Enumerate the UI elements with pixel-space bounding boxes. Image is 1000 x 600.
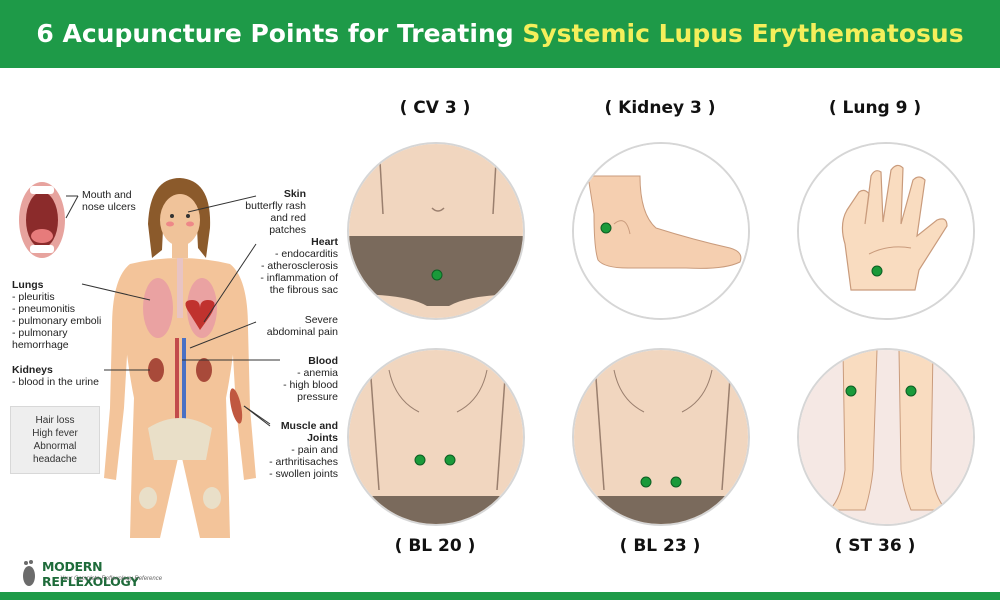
human-body-icon	[19, 178, 280, 538]
label-lungs: Lungs- pleuritis - pneumonitis - pulmona…	[12, 279, 101, 351]
foot-icon	[574, 144, 748, 318]
acupoint-dot	[431, 269, 443, 281]
legs-icon	[799, 350, 973, 524]
point-title-st36: ( ST 36 )	[834, 536, 916, 556]
label-lungs-title: Lungs	[12, 279, 44, 291]
label-heart-title: Heart	[311, 236, 338, 248]
circle-kidney3	[572, 142, 750, 320]
label-heart-text: - endocarditis - atherosclerosis - infla…	[260, 248, 338, 296]
circle-bl23	[572, 348, 750, 526]
point-title-bl23: ( BL 23 )	[619, 536, 701, 556]
label-lungs-text: - pleuritis - pneumonitis - pulmonary em…	[12, 291, 102, 351]
point-title-cv3: ( CV 3 )	[399, 98, 471, 118]
label-kidneys-title: Kidneys	[12, 364, 53, 376]
back-torso-icon	[349, 350, 523, 524]
label-kidneys-text: - blood in the urine	[12, 376, 99, 388]
acupoint-dot	[871, 265, 883, 277]
circle-st36	[797, 348, 975, 526]
acupoint-dot	[600, 222, 612, 234]
label-blood-text: - anemia - high blood pressure	[283, 367, 338, 403]
acupoint-dot	[670, 476, 682, 488]
label-muscle: Muscle and Joints- pain and - arthritisa…	[262, 420, 338, 480]
symptoms-note: Hair loss High fever Abnormal headache	[10, 406, 100, 474]
circle-bl20	[347, 348, 525, 526]
label-muscle-text: - pain and - arthritisaches - swollen jo…	[269, 444, 338, 480]
title-highlight: Systemic Lupus Erythematosus	[522, 19, 964, 48]
acupoint-dot	[414, 454, 426, 466]
brand-logo: MODERN REFLEXOLOGY Your Complete Reflexo…	[20, 556, 190, 590]
acupoint-dot	[444, 454, 456, 466]
label-kidneys: Kidneys- blood in the urine	[12, 364, 99, 388]
label-skin-text: butterfly rash and red patches	[245, 200, 306, 236]
label-muscle-title: Muscle and Joints	[280, 420, 338, 444]
acupoint-dot	[640, 476, 652, 488]
label-abdominal: Severe abdominal pain	[266, 314, 338, 338]
acupoint-dot	[905, 385, 917, 397]
circle-cv3	[347, 142, 525, 320]
label-blood-title: Blood	[308, 355, 338, 367]
acupoint-dot	[845, 385, 857, 397]
page-title: 6 Acupuncture Points for Treating System…	[0, 0, 1000, 68]
point-title-lung9: ( Lung 9 )	[828, 98, 922, 118]
abdomen-front-icon	[349, 144, 523, 318]
footprint-icon	[23, 560, 35, 586]
circle-lung9	[797, 142, 975, 320]
point-title-bl20: ( BL 20 )	[394, 536, 476, 556]
hand-icon	[799, 144, 973, 318]
logo-name: MODERN REFLEXOLOGY	[42, 559, 139, 589]
label-mouth: Mouth and nose ulcers	[82, 189, 136, 213]
label-skin-title: Skin	[283, 188, 306, 200]
label-blood: Blood- anemia - high blood pressure	[262, 355, 338, 403]
title-main: 6 Acupuncture Points for Treating	[36, 19, 523, 48]
label-heart: Heart- endocarditis - atherosclerosis - …	[232, 236, 338, 296]
point-title-kidney3: ( Kidney 3 )	[604, 98, 716, 118]
footer-bar	[0, 592, 1000, 600]
logo-tagline: Your Complete Reflexology Reference	[60, 576, 163, 582]
lower-back-icon	[574, 350, 748, 524]
